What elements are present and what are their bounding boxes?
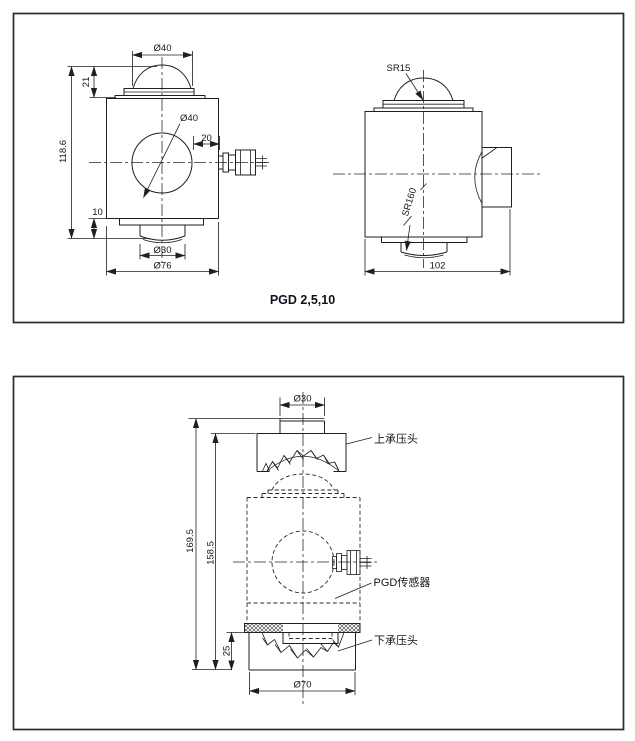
assembly-view: Ø30 169.5 158.5 25 Ø70: [185, 392, 430, 706]
dim-lower-head-height: 25: [222, 646, 233, 657]
front-view-dimensions: Ø40 118.6 21 10 Ø40 20: [58, 43, 220, 276]
label-upper-head: 上承压头: [374, 433, 418, 446]
assembly-dimensions: Ø30 169.5 158.5 25 Ø70: [185, 394, 356, 695]
side-view: SR15 SR160 102: [333, 63, 541, 276]
side-view-centerlines: [333, 70, 541, 268]
cable-gland-assembly: [332, 550, 372, 575]
front-view: Ø40 118.6 21 10 Ø40 20: [58, 43, 271, 276]
center-hole: [131, 132, 193, 194]
front-view-outline: [106, 64, 219, 244]
lower-head-outline: [248, 632, 356, 671]
dim-body-diameter: Ø76: [154, 261, 172, 272]
sensor-hidden-outline: [246, 473, 361, 624]
dim-overall-width: 102: [430, 261, 446, 272]
top-panel-border: [12, 12, 625, 324]
load-dome: [132, 64, 192, 89]
bottom-boss-side: [400, 242, 448, 256]
dim-cap-diameter: Ø40: [154, 43, 172, 54]
dim-hole-diameter: Ø40: [180, 113, 198, 124]
bottom-flange: [119, 218, 204, 226]
model-caption: PGD 2,5,10: [270, 293, 335, 307]
load-dome-side: [393, 77, 454, 101]
dim-bottom-sphere-radius: SR160: [400, 187, 419, 218]
boss-recess: [282, 632, 339, 644]
dim-foot-offset: 10: [92, 207, 103, 218]
top-panel: Ø40 118.6 21 10 Ø40 20: [12, 12, 625, 324]
dim-lower-head-diameter: Ø70: [294, 680, 312, 691]
upper-head-outline: [256, 433, 347, 472]
cable-gland: [218, 149, 267, 176]
side-view-outline: [364, 77, 512, 259]
bottom-panel: Ø30 169.5 158.5 25 Ø70: [12, 375, 625, 731]
connector-pins: [255, 155, 267, 170]
assembly-centerlines: [233, 392, 378, 706]
dim-total-height: 169.5: [185, 529, 196, 553]
hatch-left: [244, 623, 283, 633]
dim-top-sphere-radius: SR15: [387, 63, 411, 74]
dim-foot-diameter: Ø30: [154, 245, 172, 256]
dim-top-boss-diameter: Ø30: [294, 394, 312, 405]
label-lower-head: 下承压头: [374, 634, 418, 647]
side-view-dimensions: SR15 SR160 102: [364, 63, 511, 276]
dim-cap-height: 21: [81, 77, 92, 88]
cable-boss-block: [482, 147, 512, 208]
upper-bearing-head: [188, 418, 347, 472]
dim-stack-height: 158.5: [206, 541, 217, 565]
ball-break-section: [261, 632, 345, 659]
assembly-labels: 上承压头 PGD传感器 下承压头: [334, 433, 431, 652]
dim-connector-length: 20: [201, 133, 212, 144]
bottom-panel-border: [12, 375, 625, 731]
front-view-centerlines: [89, 57, 271, 263]
lower-bearing-head: [244, 623, 361, 671]
label-sensor: PGD传感器: [374, 576, 431, 589]
seat-break-section: [266, 449, 340, 472]
bottom-boss: [139, 225, 186, 241]
center-hole-hidden: [271, 530, 335, 594]
top-boss: [279, 418, 325, 434]
dim-total-height: 118.6: [58, 140, 69, 163]
hatch-right: [338, 623, 360, 633]
